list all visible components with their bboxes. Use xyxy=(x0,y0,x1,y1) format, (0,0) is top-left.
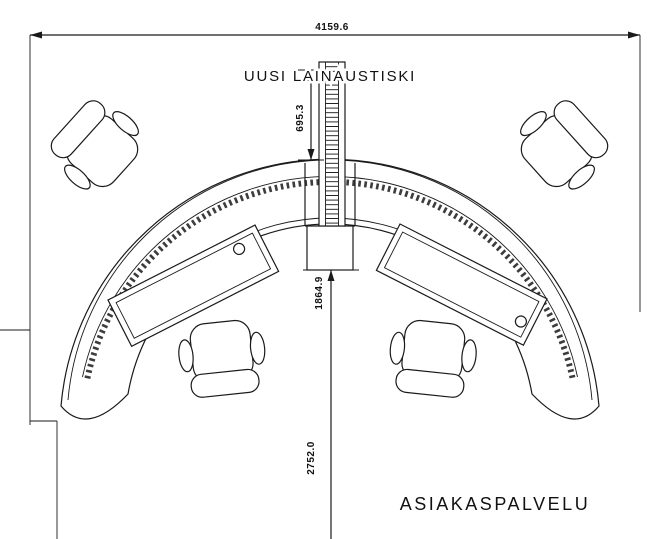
dimension-label-overall-depth: 2752.0 xyxy=(306,441,317,475)
dimension-extension-lines xyxy=(0,35,641,539)
column-hatch-strip xyxy=(325,61,339,227)
grommet-right xyxy=(514,315,528,328)
arrowhead-left xyxy=(30,31,42,39)
dimension-overall-width: 4159.6 xyxy=(30,20,640,39)
dimension-label-counter-offset: 695.3 xyxy=(295,104,306,132)
chair-bottom-left xyxy=(175,317,270,400)
counter-left xyxy=(107,224,280,348)
dimension-centre-vertical: 1864.9 2752.0 xyxy=(303,269,359,539)
dimension-label-inner-depth: 1864.9 xyxy=(314,276,325,310)
drawing-title: UUSI LAINAUSTISKI xyxy=(244,68,416,85)
chair-bottom-right xyxy=(385,317,480,400)
grommet-left xyxy=(232,242,246,256)
chair-top-right xyxy=(505,89,619,203)
chair-top-left xyxy=(40,89,154,203)
counter-right xyxy=(375,223,548,347)
dimension-counter-offset: 695.3 xyxy=(293,69,324,161)
area-label: ASIAKASPALVELU xyxy=(400,494,590,514)
lending-desk-column xyxy=(318,61,346,227)
arrowhead-right xyxy=(628,31,640,39)
dimension-label-overall-width: 4159.6 xyxy=(315,22,349,33)
desk-centre-return xyxy=(306,225,354,271)
